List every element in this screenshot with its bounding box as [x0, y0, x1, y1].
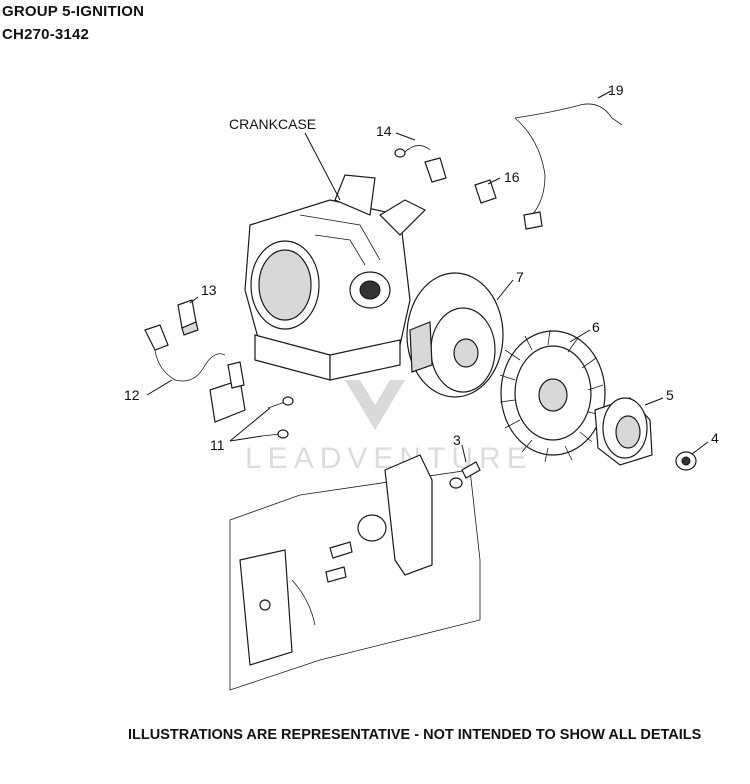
label-6: 6	[592, 319, 600, 335]
mounting-bolts	[261, 396, 294, 439]
starter-cup	[594, 397, 653, 466]
fan-wheel	[499, 329, 606, 463]
mounting-plate	[229, 469, 481, 691]
label-7: 7	[516, 269, 524, 285]
label-5: 5	[666, 387, 674, 403]
callout-labels: CRANKCASE 14 16 19 7 6 5 4 3 13 12 11	[124, 82, 719, 453]
disclaimer-footer: ILLUSTRATIONS ARE REPRESENTATIVE - NOT I…	[128, 727, 702, 743]
wire-clip	[474, 179, 497, 204]
control-box	[239, 454, 433, 666]
flywheel-nut	[675, 451, 697, 471]
label-12: 12	[124, 387, 140, 403]
label-4: 4	[711, 430, 719, 446]
crankcase	[244, 174, 427, 381]
flywheel-rotor	[406, 272, 504, 398]
label-16: 16	[504, 169, 520, 185]
ignition-module	[144, 324, 246, 423]
spark-plug	[177, 299, 199, 336]
label-3: 3	[453, 432, 461, 448]
ground-wire	[394, 145, 447, 183]
screw-and-washer	[449, 461, 481, 489]
label-14: 14	[376, 123, 392, 139]
label-11: 11	[210, 437, 225, 453]
model-number: CH270-3142	[2, 26, 90, 43]
callout-leaders	[146, 90, 709, 463]
label-crankcase: CRANKCASE	[229, 116, 316, 132]
wiring-harness	[514, 103, 623, 230]
label-13: 13	[201, 282, 217, 298]
group-title: GROUP 5-IGNITION	[2, 3, 145, 20]
label-19: 19	[608, 82, 624, 98]
